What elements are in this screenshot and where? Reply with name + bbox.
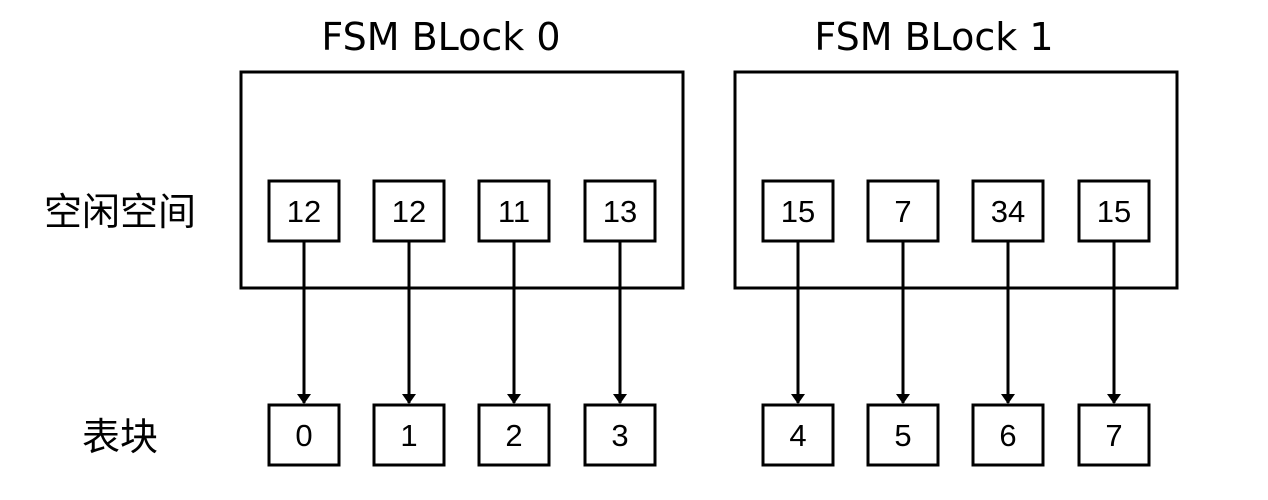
table-block-number: 6 — [999, 418, 1016, 453]
free-space-value: 34 — [991, 194, 1025, 229]
table-block-cell — [267, 403, 341, 467]
free-space-cell — [372, 179, 446, 243]
free-space-value: 7 — [894, 194, 911, 229]
table-block-number: 3 — [611, 418, 628, 453]
free-space-value: 12 — [287, 194, 321, 229]
fsm-block-0-title: FSM BLock 0 — [321, 15, 561, 59]
free-space-cell — [971, 179, 1045, 243]
table-block-cell — [971, 403, 1045, 467]
fsm-block-0-frame — [239, 70, 685, 290]
table-block-cell — [477, 403, 551, 467]
table-block-cell — [761, 403, 835, 467]
fsm-block-1-title: FSM BLock 1 — [814, 15, 1054, 59]
free-space-value: 12 — [392, 194, 426, 229]
table-block-number: 2 — [505, 418, 522, 453]
free-space-label: 空闲空间 — [44, 190, 197, 234]
table-block-number: 4 — [789, 418, 806, 453]
free-space-value: 15 — [781, 194, 815, 229]
free-space-value: 11 — [498, 194, 530, 229]
table-block-number: 1 — [400, 418, 417, 453]
table-block-number: 0 — [295, 418, 312, 453]
fsm-block-1-frame — [733, 70, 1179, 290]
table-block-cell — [1077, 403, 1151, 467]
free-space-cell — [477, 179, 551, 243]
table-block-cell — [372, 403, 446, 467]
free-space-value: 13 — [603, 194, 637, 229]
table-block-number: 5 — [894, 418, 911, 453]
free-space-cell — [1077, 179, 1151, 243]
table-block-cell — [583, 403, 657, 467]
fsm-block-1: 15 4 7 5 34 6 15 7 — [733, 70, 1179, 467]
table-blocks-label: 表块 — [82, 415, 159, 459]
free-space-value: 15 — [1097, 194, 1131, 229]
table-block-cell — [866, 403, 940, 467]
table-block-number: 7 — [1105, 418, 1122, 453]
free-space-cell — [761, 179, 835, 243]
